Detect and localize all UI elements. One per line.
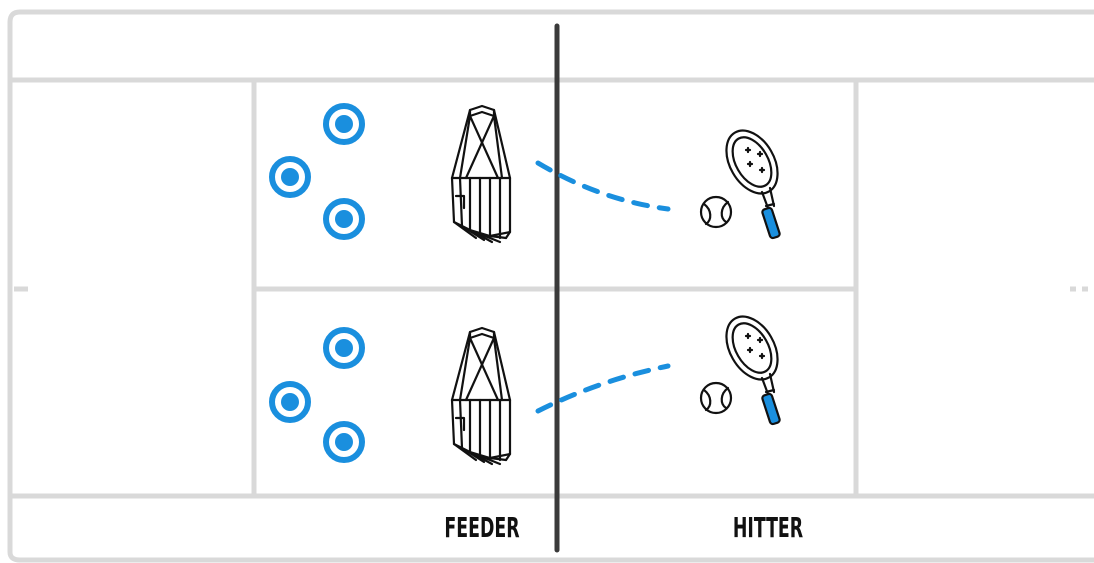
- tennis-ball-icon: [701, 383, 731, 413]
- feeder-label: FEEDER: [432, 508, 531, 548]
- target-icon: [272, 384, 308, 420]
- ball-basket-icon: [452, 328, 510, 464]
- target-icon: [326, 424, 362, 460]
- court-lines: [10, 12, 1094, 560]
- target-icon: [326, 330, 362, 366]
- tennis-ball-icon: [701, 197, 731, 227]
- target-icon: [326, 106, 362, 142]
- target-icon: [272, 159, 308, 195]
- hitter-label: HITTER: [718, 508, 817, 548]
- ball-basket-icon: [452, 106, 510, 242]
- target-icon: [326, 201, 362, 237]
- court-outer-boundary: [10, 12, 1094, 560]
